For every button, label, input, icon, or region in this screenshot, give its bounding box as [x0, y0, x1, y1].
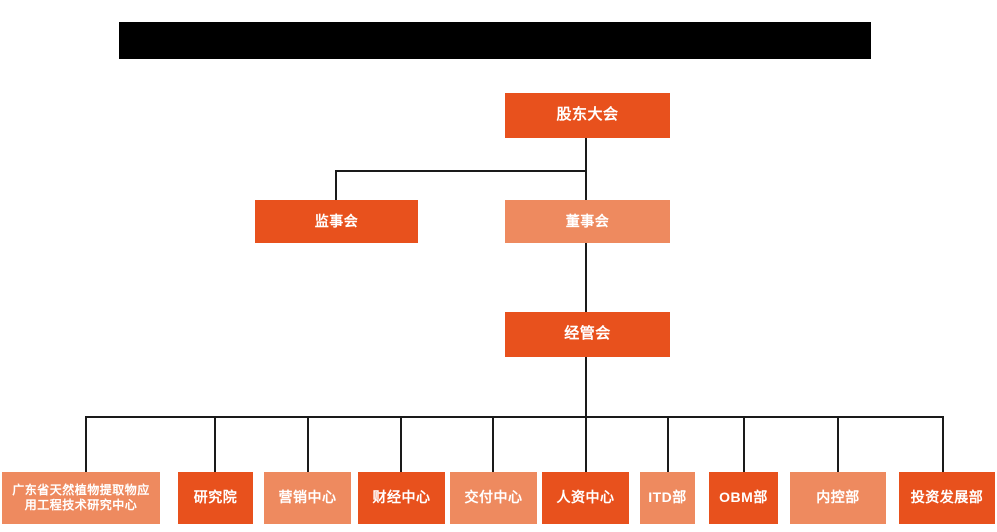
node-label-finance-center: 财经中心 — [372, 489, 431, 506]
connector-drop-finance-center — [400, 416, 402, 472]
node-label-delivery-center: 交付中心 — [464, 489, 523, 506]
connector-drop-human-resources-center — [585, 416, 587, 472]
connector-drop-investment-development-department — [942, 416, 944, 472]
node-board-of-directors[interactable]: 董事会 — [505, 200, 670, 243]
connector-drop-delivery-center — [492, 416, 494, 472]
node-itd-department[interactable]: ITD部 — [640, 472, 695, 524]
node-internal-control-department[interactable]: 内控部 — [790, 472, 886, 524]
node-research-institute[interactable]: 研究院 — [178, 472, 253, 524]
node-shareholders-meeting[interactable]: 股东大会 — [505, 93, 670, 138]
node-label-management-committee: 经管会 — [564, 325, 611, 343]
node-label-internal-control-department: 内控部 — [816, 489, 860, 506]
node-investment-development-department[interactable]: 投资发展部 — [899, 472, 995, 524]
connector-drop-itd-department — [667, 416, 669, 472]
connector-level2-bus — [335, 170, 587, 172]
node-management-committee[interactable]: 经管会 — [505, 312, 670, 357]
node-label-marketing-center: 营销中心 — [278, 489, 337, 506]
node-label-research-institute: 研究院 — [193, 489, 238, 506]
connector-drop-internal-control-department — [837, 416, 839, 472]
connector-drop-research-institute — [214, 416, 216, 472]
node-guangdong-research-center[interactable]: 广东省天然植物提取物应 用工程技术研究中心 — [2, 472, 160, 524]
connector-management-down — [585, 357, 587, 418]
connector-department-bus — [85, 416, 943, 418]
node-board-of-supervisors[interactable]: 监事会 — [255, 200, 418, 243]
node-label-obm-department: OBM部 — [719, 489, 768, 506]
redacted-title-bar — [119, 22, 871, 59]
node-label-itd-department: ITD部 — [648, 489, 687, 506]
connector-directors-down — [585, 170, 587, 201]
node-label-human-resources-center: 人资中心 — [556, 489, 615, 506]
node-finance-center[interactable]: 财经中心 — [358, 472, 445, 524]
node-label-board-of-directors: 董事会 — [565, 212, 610, 229]
node-label-shareholders-meeting: 股东大会 — [556, 106, 619, 124]
node-obm-department[interactable]: OBM部 — [709, 472, 778, 524]
connector-drop-marketing-center — [307, 416, 309, 472]
node-human-resources-center[interactable]: 人资中心 — [542, 472, 629, 524]
connector-drop-obm-department — [743, 416, 745, 472]
connector-directors-to-management — [585, 243, 587, 313]
node-label-board-of-supervisors: 监事会 — [314, 212, 359, 229]
connector-shareholders-down — [585, 138, 587, 172]
connector-drop-guangdong-research-center — [85, 416, 87, 472]
node-delivery-center[interactable]: 交付中心 — [450, 472, 537, 524]
node-label-investment-development-department: 投资发展部 — [910, 489, 984, 506]
node-label-guangdong-research-center: 广东省天然植物提取物应 用工程技术研究中心 — [12, 483, 150, 512]
node-marketing-center[interactable]: 营销中心 — [264, 472, 351, 524]
connector-supervisors-down — [335, 170, 337, 201]
